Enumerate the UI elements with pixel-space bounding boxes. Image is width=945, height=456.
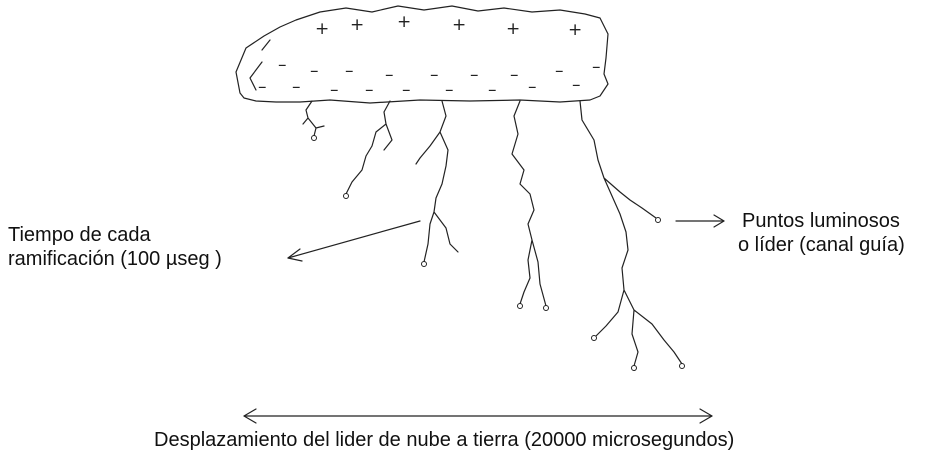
leader-branch (302, 100, 325, 137)
leader-tip (343, 193, 349, 199)
negative-charge: – (555, 61, 564, 81)
leader-tip (655, 217, 661, 223)
leader-tip (591, 335, 597, 341)
negative-charge: – (528, 77, 537, 97)
negative-charge: – (278, 55, 287, 75)
leader-branch (579, 100, 683, 367)
negative-charge: – (385, 65, 394, 85)
negative-charge: – (310, 61, 319, 81)
luminous-points-arrow (675, 214, 725, 228)
positive-charge: + (506, 19, 520, 39)
negative-charge: – (445, 80, 454, 100)
positive-charge: + (350, 15, 364, 35)
leader-branch (345, 100, 393, 195)
negative-charge: – (430, 65, 439, 85)
displacement-arrow (243, 408, 713, 424)
positive-charge: + (452, 15, 466, 35)
leader-tip (517, 303, 523, 309)
negative-charge: – (345, 61, 354, 81)
positive-charge: + (315, 19, 329, 39)
negative-charge: – (470, 65, 479, 85)
positive-charge: + (397, 12, 411, 32)
branch-time-label-line1: Tiempo de cada (8, 224, 151, 246)
luminous-points-label-line1: Puntos luminosos (742, 210, 900, 232)
negative-charge: – (488, 80, 497, 100)
branch-time-arrow (287, 220, 421, 262)
branch-time-label: Tiempo de cada ramificación (100 µseg ) (8, 223, 222, 271)
negative-charge: – (292, 77, 301, 97)
negative-charge: – (258, 77, 267, 97)
positive-charges: + + + + + + (315, 12, 582, 40)
branch-time-label-line2: ramificación (100 µseg ) (8, 248, 222, 270)
negative-charge: – (592, 57, 601, 77)
negative-charges: – – – – – – – – – – – – – – – – – – (258, 55, 601, 100)
leader-branch (511, 100, 547, 307)
negative-charge: – (330, 80, 339, 100)
positive-charge: + (568, 20, 582, 40)
negative-charge: – (365, 80, 374, 100)
leader-branches (302, 100, 685, 371)
cloud-outline (235, 5, 609, 104)
negative-charge: – (510, 65, 519, 85)
leader-tip (421, 261, 427, 267)
leader-tip (311, 135, 317, 141)
displacement-label: Desplazamiento del lider de nube a tierr… (154, 429, 735, 451)
luminous-points-label-line2: o líder (canal guía) (738, 234, 905, 256)
leader-tip (543, 305, 549, 311)
luminous-points-label: Puntos luminosos o líder (canal guía) (738, 209, 905, 257)
negative-charge: – (572, 75, 581, 95)
leader-tip (679, 363, 685, 369)
negative-charge: – (402, 80, 411, 100)
leader-tip (631, 365, 637, 371)
cloud-inner-edge (249, 39, 271, 91)
leader-branch (415, 100, 459, 263)
